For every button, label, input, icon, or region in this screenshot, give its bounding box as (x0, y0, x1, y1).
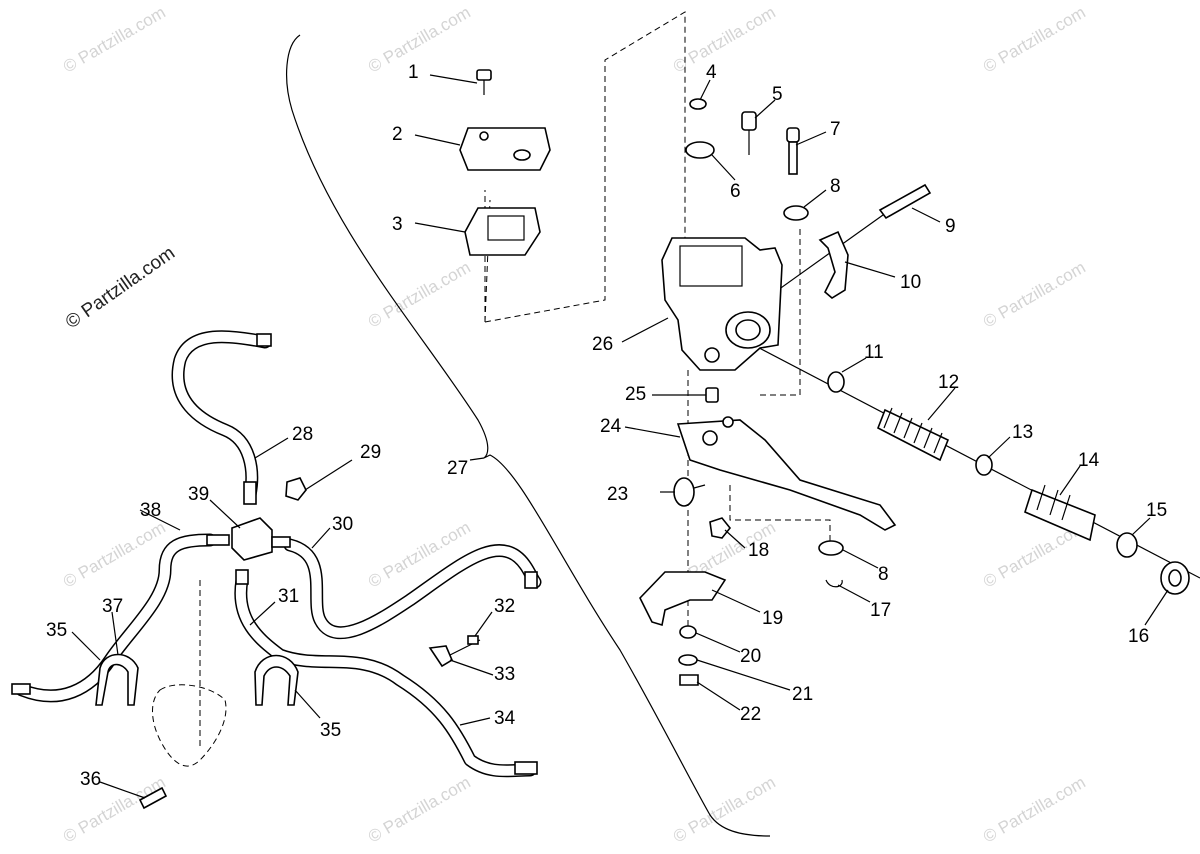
callout-label: 32 (494, 596, 515, 617)
callout-label: 20 (740, 646, 761, 667)
callout-label: 5 (772, 84, 783, 105)
assembly-guide (729, 485, 831, 545)
callout-label: 38 (140, 500, 161, 521)
callout-label: 11 (864, 342, 884, 363)
brake-hose-30 (283, 538, 542, 640)
callout-label: 22 (740, 704, 761, 725)
assembly-guide (760, 225, 801, 396)
clip-part (825, 579, 843, 588)
hose-fitting (243, 481, 257, 505)
washer-part (827, 371, 845, 393)
brake-lever-part (676, 419, 897, 531)
hose-clamp-part (254, 654, 299, 706)
lock-washer-part (678, 654, 698, 666)
callout-label: 14 (1078, 450, 1100, 471)
callout-label: 9 (945, 216, 956, 237)
pin-part (786, 127, 800, 175)
callout-label: 26 (592, 334, 613, 355)
hose-fitting (235, 569, 249, 585)
callout-label: 6 (730, 181, 741, 202)
callout-label: 37 (102, 596, 123, 617)
diaphragm-part (464, 207, 541, 256)
switch-bracket-part (639, 571, 727, 627)
callout-label: 34 (494, 708, 516, 729)
hose-clamp-part (95, 653, 139, 706)
brake-hose-31-34 (234, 573, 537, 778)
hose-fitting (256, 333, 272, 347)
callout-label: 12 (938, 372, 959, 393)
reservoir-cover-part (459, 127, 551, 171)
frame-outline (152, 684, 227, 767)
spring-part (876, 407, 950, 462)
callout-label: 35 (320, 720, 341, 741)
seal-part (1116, 532, 1138, 558)
callout-label: 24 (600, 416, 622, 437)
brake-tee-block-part (206, 517, 291, 561)
screw-part (476, 69, 492, 95)
nut-part (689, 98, 707, 110)
grommet-part (685, 141, 715, 159)
callout-labels: 1 2 3 4 5 6 7 8 9 10 11 12 13 14 15 16 1… (46, 62, 1167, 790)
callout-label: 8 (830, 176, 841, 197)
callout-label: 23 (607, 484, 628, 505)
callout-label: 8 (878, 564, 889, 585)
callout-label: 19 (762, 608, 783, 629)
hose-fitting (514, 761, 538, 775)
callout-label: 33 (494, 664, 515, 685)
callout-label: 15 (1146, 500, 1167, 521)
clamp-part (818, 230, 849, 299)
brake-hose-28 (171, 330, 272, 502)
callout-label: 27 (447, 458, 468, 479)
callout-leaders (71, 74, 1169, 799)
nut-part (679, 625, 697, 639)
callout-label: 4 (706, 62, 717, 83)
adjuster-screw-part (878, 183, 932, 220)
washer-part (818, 540, 844, 556)
callout-label: 16 (1128, 626, 1149, 647)
callout-label: 1 (408, 62, 419, 83)
washer-part (783, 205, 809, 221)
brake-hose-38 (15, 533, 217, 703)
master-cylinder-body-part (661, 237, 783, 371)
piston-part (1024, 484, 1096, 542)
callout-label: 25 (625, 384, 646, 405)
banjo-bolt-part (285, 477, 307, 501)
callout-label: 2 (392, 124, 403, 145)
callout-label: 21 (792, 684, 813, 705)
callout-label: 35 (46, 620, 67, 641)
callout-label: 7 (830, 119, 841, 140)
section-boundary-line (286, 34, 771, 837)
bolt-part (741, 111, 757, 155)
callout-label: 10 (900, 272, 921, 293)
bleeder-cap-part (428, 645, 454, 668)
callout-label: 3 (392, 214, 403, 235)
callout-label: 31 (278, 586, 299, 607)
bolt-part (679, 674, 699, 686)
callout-label: 18 (748, 540, 769, 561)
hose-fitting (524, 571, 538, 589)
callout-label: 17 (870, 600, 891, 621)
callout-label: 28 (292, 424, 313, 445)
bushing-part (705, 387, 719, 403)
callout-label: 30 (332, 514, 353, 535)
callout-label: 29 (360, 442, 381, 463)
callout-label: 39 (188, 484, 209, 505)
callout-label: 13 (1012, 422, 1033, 443)
o-ring-part (975, 454, 993, 476)
callout-label: 36 (80, 769, 101, 790)
hose-fitting (11, 683, 31, 695)
nut-part (709, 517, 732, 539)
torsion-spring-part (673, 477, 706, 507)
mounting-bolt-part (138, 786, 168, 810)
